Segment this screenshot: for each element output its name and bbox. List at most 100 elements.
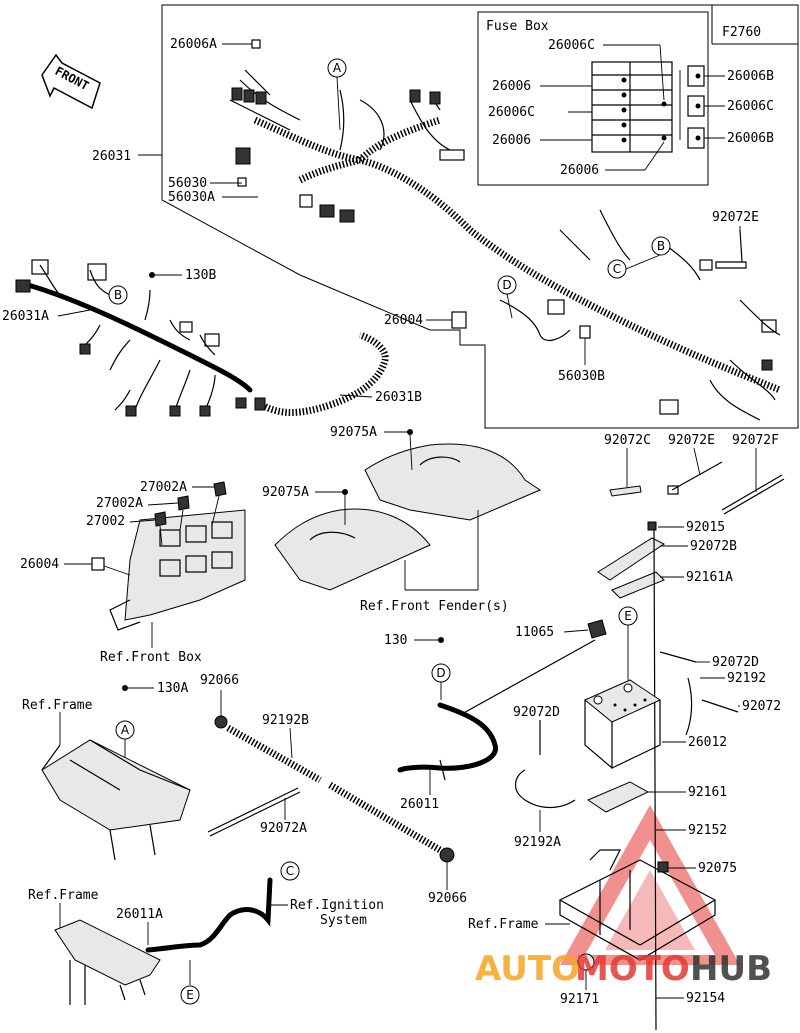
- part-26004-left-icon: [91, 557, 105, 571]
- watermark-text: AUTO MOTO HUB: [475, 949, 772, 989]
- label-fuse-26006c-mid: 26006C: [488, 105, 535, 120]
- svg-text:HUB: HUB: [690, 949, 772, 989]
- band-92072e-mid: [671, 461, 723, 491]
- callout-b-left: B: [108, 285, 128, 305]
- part-130b-bolt: [149, 272, 155, 278]
- label-92072f: 92072F: [732, 433, 779, 448]
- label-26004-left: 26004: [20, 557, 59, 572]
- fuse-box-drawing: [540, 44, 725, 171]
- svg-text:A: A: [333, 61, 342, 75]
- part-26006a-icon: [251, 39, 261, 49]
- band-92072a: [207, 787, 299, 833]
- label-fuse-26006c-right: 26006C: [727, 99, 774, 114]
- label-ref-frame-3: Ref.Frame: [468, 917, 539, 932]
- part-27002-relay: [154, 511, 167, 527]
- svg-text:B: B: [657, 239, 665, 253]
- svg-text:D: D: [436, 666, 445, 680]
- label-fuse-26006b-2: 26006B: [727, 131, 774, 146]
- front-fender-covers: [274, 443, 542, 591]
- part-92075a-screw-2: [342, 489, 348, 495]
- label-26031b: 26031B: [375, 390, 422, 405]
- band-92072d-right: [659, 651, 697, 663]
- svg-text:AUTO: AUTO: [475, 949, 580, 989]
- label-27002a-2: 27002A: [96, 496, 143, 511]
- figure-code: F2760: [722, 25, 761, 40]
- frame-section-top: [41, 739, 191, 861]
- tube-92192b-1: [226, 724, 322, 784]
- label-92154: 92154: [686, 991, 725, 1006]
- svg-text:C: C: [613, 262, 621, 276]
- part-92015-nut: [647, 521, 657, 531]
- cable-26011-branch: [439, 639, 596, 781]
- sub-harness-26031b-plug: [254, 397, 266, 411]
- part-92161-pad: [586, 781, 650, 813]
- svg-text:B: B: [114, 288, 122, 302]
- label-56030: 56030: [168, 176, 207, 191]
- sub-harness-26031b: [260, 331, 389, 416]
- svg-text:D: D: [502, 278, 511, 292]
- callout-a-frame: A: [115, 720, 135, 740]
- main-wire-harness: [229, 69, 782, 421]
- main-harness-frame: [161, 4, 799, 429]
- part-27002a-relay-1: [213, 481, 227, 497]
- label-92075a-1: 92075A: [330, 425, 377, 440]
- label-fuse-26006-1: 26006: [492, 79, 531, 94]
- svg-text:A: A: [121, 723, 130, 737]
- part-56030-icon: [237, 177, 247, 187]
- svg-text:MOTO: MOTO: [575, 949, 690, 989]
- band-92072e-top: [739, 229, 743, 263]
- callout-b-top: B: [651, 236, 671, 256]
- label-fuse-26006-3: 26006: [560, 163, 599, 178]
- part-92066-cap-2: [439, 847, 455, 863]
- label-fuse-26006c-top: 26006C: [548, 38, 595, 53]
- band-92072: [701, 699, 739, 713]
- part-92192-hose: [685, 677, 693, 736]
- part-27002a-relay-2: [177, 495, 190, 511]
- label-26011: 26011: [400, 797, 439, 812]
- label-92072b: 92072B: [690, 539, 737, 554]
- part-92161a-pad: [611, 571, 665, 599]
- part-56030b-icon: [579, 325, 591, 339]
- label-56030b: 56030B: [558, 369, 605, 384]
- label-ref-frame-1: Ref.Frame: [22, 698, 93, 713]
- label-92192: 92192: [727, 671, 766, 686]
- label-56030a: 56030A: [168, 190, 215, 205]
- band-92072e-mid-head: [667, 485, 679, 495]
- band-92072f: [721, 474, 783, 511]
- front-box-relay-bracket: [109, 509, 246, 631]
- fuse-box-title: Fuse Box: [486, 19, 549, 34]
- label-92066-1: 92066: [200, 673, 239, 688]
- label-92192a: 92192A: [514, 835, 561, 850]
- label-92072: 92072: [742, 699, 781, 714]
- part-92192a-hose: [515, 769, 576, 809]
- label-92075: 92075: [698, 861, 737, 876]
- label-11065: 11065: [515, 625, 554, 640]
- label-92192b: 92192B: [262, 713, 309, 728]
- part-92075a-screw-1: [407, 429, 413, 435]
- part-92072b-strap: [597, 537, 665, 581]
- label-ref-ignition-2: System: [320, 913, 367, 928]
- label-ref-front-box: Ref.Front Box: [100, 650, 202, 665]
- svg-text:E: E: [624, 609, 632, 623]
- sub-harness-26031a: [15, 259, 253, 417]
- label-92072d-2: 92072D: [513, 705, 560, 720]
- part-11065-bracket: [587, 619, 607, 639]
- front-direction-arrow: FRONT: [41, 53, 101, 110]
- svg-text:E: E: [186, 988, 194, 1002]
- label-26031a: 26031A: [2, 309, 49, 324]
- label-92072e-top: 92072E: [712, 210, 759, 225]
- label-92072a: 92072A: [260, 821, 307, 836]
- callout-e-battery: E: [618, 606, 638, 626]
- label-26006a: 26006A: [170, 37, 217, 52]
- band-92072e-top-head: [715, 261, 747, 269]
- label-130b: 130B: [185, 268, 216, 283]
- callout-d-top: D: [497, 275, 517, 295]
- frame-section-bottom: [54, 919, 161, 1005]
- label-27002: 27002: [86, 514, 125, 529]
- label-130a: 130A: [157, 681, 188, 696]
- label-130: 130: [384, 633, 407, 648]
- battery-26012: [584, 679, 662, 770]
- label-92072e-mid: 92072E: [668, 433, 715, 448]
